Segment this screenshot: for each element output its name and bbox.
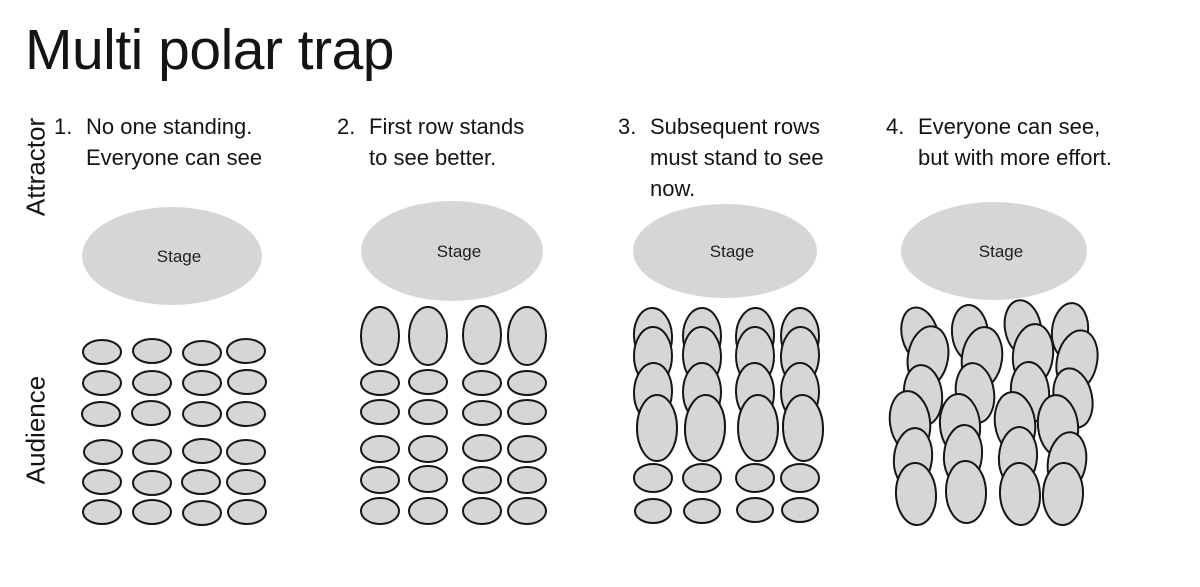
- audience-member: [131, 400, 171, 426]
- audience-member: [737, 394, 779, 462]
- audience-member: [633, 463, 673, 493]
- audience-member: [132, 370, 172, 396]
- audience-member: [1041, 462, 1085, 526]
- audience-member: [132, 470, 172, 496]
- audience-member: [682, 463, 722, 493]
- audience-member: [634, 498, 672, 524]
- audience-member: [226, 469, 266, 495]
- audience-member: [408, 369, 448, 395]
- audience-member: [360, 435, 400, 463]
- audience-member: [182, 340, 222, 366]
- stage-ellipse: [82, 207, 262, 305]
- stage-ellipse: [633, 204, 817, 298]
- panel-1-diagram: Stage: [81, 207, 267, 526]
- page-title: Multi polar trap: [25, 18, 395, 82]
- audience-member: [132, 499, 172, 525]
- audience-member: [507, 466, 547, 494]
- stage-label: Stage: [979, 242, 1023, 261]
- audience-member: [82, 339, 122, 365]
- audience-member: [683, 498, 721, 524]
- audience-member: [226, 401, 266, 427]
- audience-member: [227, 499, 267, 525]
- audience-member: [182, 438, 222, 464]
- axis-label-attractor: Attractor: [20, 117, 51, 217]
- audience-member: [736, 497, 774, 523]
- panel-2-number: 2.: [337, 114, 356, 139]
- stage-label: Stage: [710, 242, 754, 261]
- audience-member: [360, 466, 400, 494]
- audience-member: [132, 338, 172, 364]
- audience-member: [408, 306, 448, 366]
- stage-ellipse: [901, 202, 1087, 300]
- panel-2-caption: 2. First row stands to see better.: [337, 111, 627, 173]
- audience-member: [462, 305, 502, 365]
- audience-member: [507, 399, 547, 425]
- audience-member: [894, 462, 938, 526]
- audience-member: [735, 463, 775, 493]
- panel-1-caption-text: No one standing. Everyone can see: [86, 114, 263, 170]
- audience-member: [507, 370, 547, 396]
- panel-1-number: 1.: [54, 114, 73, 139]
- panel-1-caption: 1. No one standing. Everyone can see: [54, 111, 344, 173]
- audience-member: [781, 394, 825, 462]
- panel-4-caption-text: Everyone can see, but with more effort.: [918, 114, 1113, 170]
- audience-member: [360, 370, 400, 396]
- audience-member: [780, 463, 820, 493]
- audience-member: [83, 439, 123, 465]
- panel-2-diagram: Stage: [360, 201, 547, 525]
- audience-member: [462, 434, 502, 462]
- audience-member: [462, 370, 502, 396]
- audience-member: [82, 370, 122, 396]
- panel-3-number: 3.: [618, 114, 637, 139]
- audience-member: [683, 394, 727, 462]
- audience-member: [781, 497, 819, 523]
- audience-member: [507, 497, 547, 525]
- audience-member: [182, 401, 222, 427]
- stage-label: Stage: [437, 242, 481, 261]
- audience-member: [227, 369, 267, 395]
- audience-member: [360, 306, 400, 366]
- audience-member: [462, 400, 502, 426]
- audience-member: [226, 338, 266, 364]
- stage-label: Stage: [157, 247, 201, 266]
- audience-member: [182, 500, 222, 526]
- audience-member: [507, 435, 547, 463]
- audience-member: [82, 469, 122, 495]
- audience-member: [408, 399, 448, 425]
- panel-3-caption: 3. Subsequent rows must stand to see now…: [618, 111, 908, 204]
- panel-3-diagram: Stage: [632, 204, 825, 524]
- panel-4-caption: 4. Everyone can see, but with more effor…: [886, 111, 1176, 173]
- audience-member: [408, 465, 448, 493]
- panel-4-number: 4.: [886, 114, 905, 139]
- audience-member: [81, 401, 121, 427]
- audience-member: [132, 439, 172, 465]
- audience-member: [462, 466, 502, 494]
- audience-member: [182, 370, 222, 396]
- audience-member: [998, 462, 1042, 526]
- panel-4-diagram: Stage: [888, 202, 1099, 526]
- audience-member: [507, 306, 547, 366]
- audience-member: [408, 497, 448, 525]
- audience-member: [360, 497, 400, 525]
- audience-member: [408, 435, 448, 463]
- audience-member: [944, 460, 988, 524]
- panel-2-caption-text: First row stands to see better.: [369, 114, 525, 170]
- audience-member: [226, 439, 266, 465]
- audience-member: [636, 394, 678, 462]
- audience-member: [82, 499, 122, 525]
- axis-label-audience: Audience: [20, 375, 51, 485]
- stage-ellipse: [361, 201, 543, 301]
- panel-3-caption-text: Subsequent rows must stand to see now.: [650, 114, 824, 201]
- audience-member: [181, 469, 221, 495]
- audience-member: [360, 399, 400, 425]
- audience-member: [462, 497, 502, 525]
